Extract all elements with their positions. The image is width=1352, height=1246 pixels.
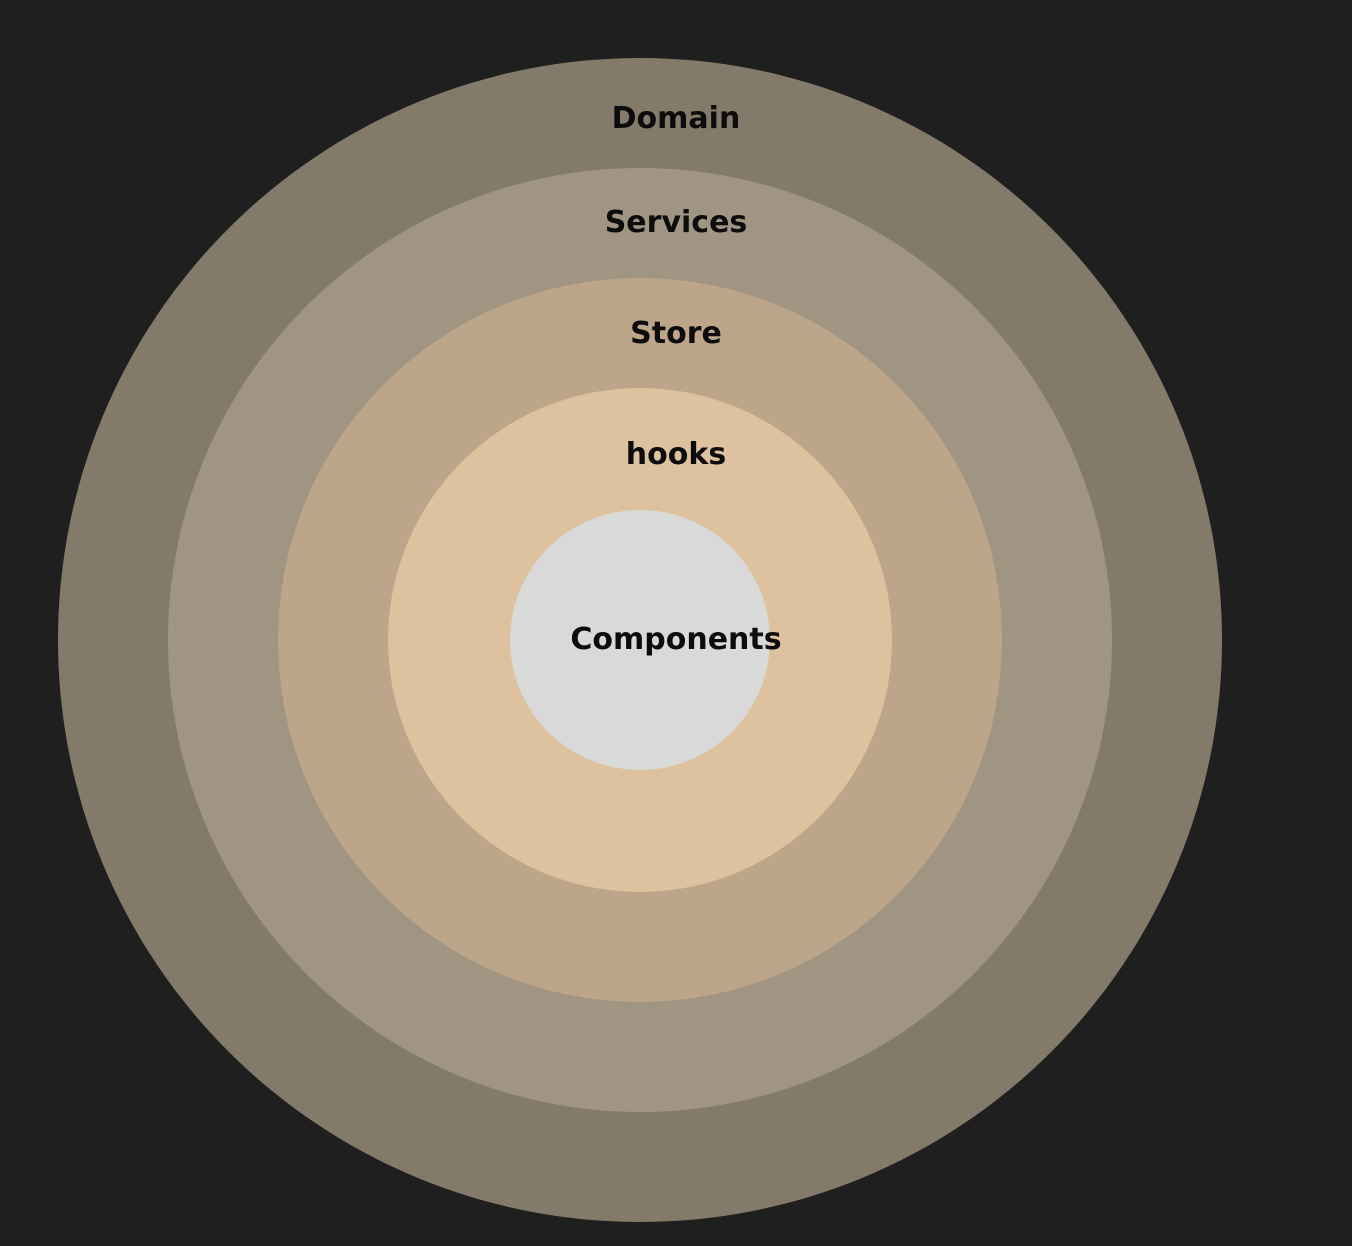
- services-layer-label: Services: [604, 205, 748, 240]
- components-layer-label: Components: [570, 622, 782, 657]
- components-layer-circle: [510, 510, 770, 770]
- domain-layer-label: Domain: [611, 101, 741, 136]
- store-layer-label: Store: [630, 316, 722, 351]
- hooks-layer-label: hooks: [625, 437, 727, 472]
